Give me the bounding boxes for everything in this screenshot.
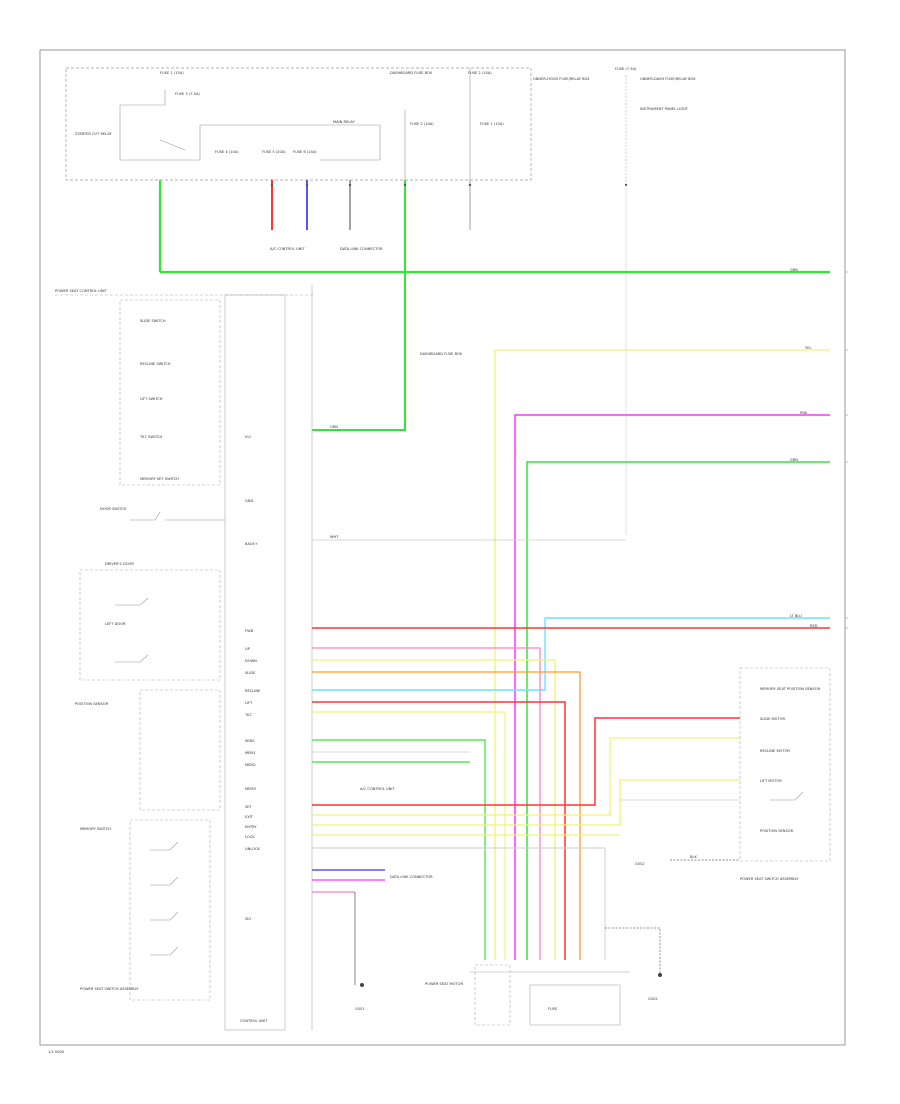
pin-label: TILT <box>244 713 253 717</box>
sub-switch-2: LIFT SWITCH <box>140 397 163 401</box>
blk-label: BLK <box>690 855 697 859</box>
right-label-2: RECLINE MOTOR <box>760 749 790 753</box>
fuse-f-label: FUSE 6 (15A) <box>293 150 317 154</box>
pin-label: UNLOCK <box>245 847 261 851</box>
sub-switch-1: RECLINE SWITCH <box>140 362 171 366</box>
fuse-d-label: FUSE 4 (10A) <box>215 150 239 154</box>
pin-label: SENS <box>245 739 255 743</box>
pin-label: LIFT <box>245 701 253 705</box>
pin-label: ENTRY <box>245 825 257 829</box>
footer-code: 1/1 0000 <box>48 1050 65 1054</box>
top-connectors: A/C CONTROL UNIT DATA LINK CONNECTOR DAS… <box>158 180 472 430</box>
right-bottom-label: POWER SEAT SWITCH ASSEMBLY <box>740 877 799 881</box>
pin-label: MEM1 <box>245 751 256 755</box>
pin-label: RECLINE <box>245 689 261 693</box>
sub-switch-9: MEMORY SWITCH <box>80 827 111 831</box>
wire-yel-label: YEL <box>805 346 811 350</box>
ground-label: G501 <box>355 1007 365 1011</box>
box-title: UNDER-HOOD FUSE/RELAY BOX <box>533 77 590 81</box>
right-fuse: FUSE (7.5A) UNDER-DASH FUSE/RELAY BOX IN… <box>615 67 696 535</box>
fuse-relay-box: FUSE 1 (15A) DASHBOARD FUSE BOX FUSE 2 (… <box>65 67 590 181</box>
sub-switch-0: SLIDE SWITCH <box>140 319 166 323</box>
fuse-c-label: FUSE 3 (7.5A) <box>175 92 200 96</box>
pin-label: DOWN <box>245 659 257 663</box>
motor-ground-label: G502 <box>648 997 658 1001</box>
sub-switch-4: MEMORY SET SWITCH <box>140 477 179 481</box>
wire-red-label: RED <box>810 624 818 628</box>
right-assembly-label: MEMORY SEAT POSITION SENSOR <box>760 687 821 691</box>
fuse-e-label: FUSE 5 (20A) <box>262 150 286 154</box>
wire-ig1-label: GRN <box>330 425 338 429</box>
right-label-1: SLIDE MOTOR <box>760 717 785 721</box>
dest1-label: A/C CONTROL UNIT <box>270 247 305 251</box>
motor-fuse-label: FUSE <box>548 1007 558 1011</box>
wire-pnk-label: PNK <box>800 411 808 415</box>
dest-ac-label: A/C CONTROL UNIT <box>360 787 395 791</box>
pin-label: SLIDE <box>245 671 256 675</box>
control-unit-title: POWER SEAT CONTROL UNIT <box>55 289 108 293</box>
pin-label: SIG <box>245 917 251 921</box>
colored-wires: GRN YEL PNK GRN WHT LT BLU RED <box>312 346 830 1011</box>
ground2-label: G502 <box>635 862 645 866</box>
sub-switch-6: DRIVER'S DOOR <box>105 562 134 566</box>
right-fuse-label: FUSE (7.5A) <box>615 67 637 71</box>
right-box2-label: INSTRUMENT PANEL LIGHT <box>640 107 689 111</box>
sub-switch-5: DOOR SWITCH <box>100 507 126 511</box>
wire-grn1-label: GRN <box>790 268 798 272</box>
pin-label: GND <box>245 499 253 503</box>
pin-label: EXIT <box>245 815 254 819</box>
power-seat-motor: FUSE POWER SEAT MOTOR G502 <box>425 927 662 1026</box>
pin-label: IG1 <box>245 435 251 439</box>
relay-label: MAIN RELAY <box>333 120 355 124</box>
wire-gnd-label: WHT <box>330 535 339 539</box>
pin-label: UP <box>245 647 251 651</box>
sub-switch-10: POWER SEAT SWITCH ASSEMBLY <box>80 987 139 991</box>
sub-switch-3: TILT SWITCH <box>139 435 162 439</box>
pin-label: LOCK <box>245 835 255 839</box>
fuse-a-label: FUSE 1 (15A) <box>160 71 184 75</box>
right-label-4: POSITION SENSOR <box>760 829 794 833</box>
pin-label: MEM3 <box>245 787 256 791</box>
control-unit-footer: CONTROL UNIT <box>240 1019 268 1023</box>
dash-label: DASHBOARD FUSE BOX <box>390 71 433 75</box>
sub-switch-8: POSITION SENSOR <box>75 702 109 706</box>
wire-grn2-label: GRN <box>790 458 798 462</box>
pin-label: MEM2 <box>245 763 256 767</box>
wire-blu-label: LT BLU <box>790 614 802 618</box>
fuse-b-label: FUSE 2 (10A) <box>468 71 492 75</box>
dash2-label: DASHBOARD FUSE BOX <box>420 352 463 356</box>
right-assembly: MEMORY SEAT POSITION SENSOR SLIDE MOTOR … <box>635 667 831 881</box>
fuse-b2-label: FUSE 2 (10A) <box>410 122 434 126</box>
right-box-label: UNDER-DASH FUSE/RELAY BOX <box>640 77 696 81</box>
control-unit: POWER SEAT CONTROL UNIT CONTROL UNIT SLI… <box>55 285 315 1031</box>
outer-frame <box>39 49 846 1046</box>
pin-label: SET <box>245 805 253 809</box>
motor-label: POWER SEAT MOTOR <box>425 982 463 986</box>
fuse-a2-label: FUSE 1 (15A) <box>480 122 504 126</box>
pin-label: FWD <box>245 629 254 633</box>
right-label-3: LIFT MOTOR <box>760 779 782 783</box>
dest2-label: DATA LINK CONNECTOR <box>340 247 383 251</box>
dest-dlc-label: DATA LINK CONNECTOR <box>390 875 433 879</box>
pin-label: BACK+ <box>245 542 258 546</box>
switch-label: STARTER CUT RELAY <box>75 132 113 136</box>
sub-switch-7: LEFT DOOR <box>105 622 126 626</box>
